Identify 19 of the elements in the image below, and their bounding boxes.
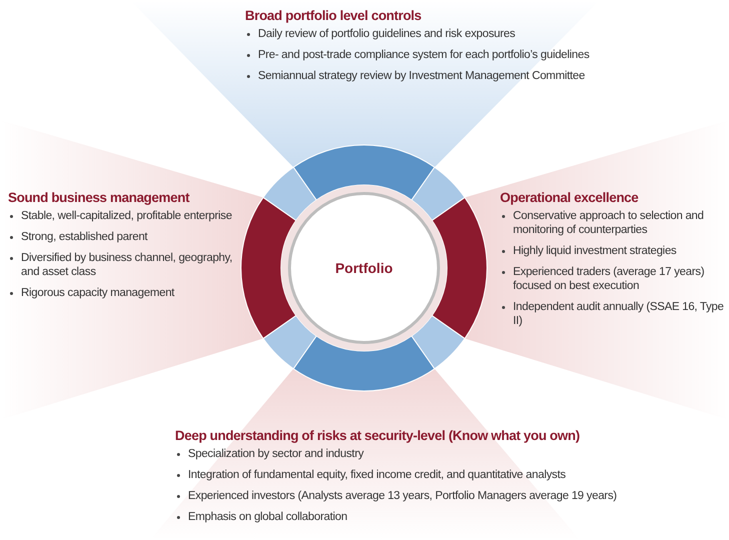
- bullet-item: Daily review of portfolio guidelines and risk exposures: [258, 28, 516, 40]
- bullet-item: Highly liquid investment strategies: [513, 245, 676, 257]
- block-heading: Operational excellence: [500, 190, 640, 205]
- bullet-item: Integration of fundamental equity, fixed income credit, and quantitative analysts: [188, 469, 566, 481]
- block-heading: Deep understanding of risks at security-level (Know what you own): [175, 428, 581, 443]
- block-heading: Sound business management: [8, 190, 191, 205]
- bullet-item: Strong, established parent: [21, 231, 148, 243]
- bullet-item: Rigorous capacity management: [21, 287, 174, 299]
- bullet-item: Semiannual strategy review by Investment Management Committee: [258, 70, 585, 82]
- bullet-item: Diversified by business channel, geography, and asset class: [21, 252, 232, 278]
- bullet-item: Conservative approach to selection and monitoring of counterparties: [513, 210, 704, 236]
- bullet-item: Independent audit annually (SSAE 16, Type II): [513, 301, 724, 327]
- bullet-item: Experienced traders (average 17 years) focused on best execution: [513, 266, 704, 292]
- bullet-item: Specialization by sector and industry: [188, 448, 364, 460]
- bullet-item: Stable, well-capitalized, profitable enterprise: [21, 210, 232, 222]
- bullet-item: Experienced investors (Analysts average 13 years, Portfolio Managers average 19 years): [188, 490, 617, 502]
- bullet-item: Pre- and post-trade compliance system for each portfolio’s guidelines: [258, 49, 590, 61]
- block-heading: Broad portfolio level controls: [245, 8, 422, 23]
- bullet-item: Emphasis on global collaboration: [188, 511, 348, 523]
